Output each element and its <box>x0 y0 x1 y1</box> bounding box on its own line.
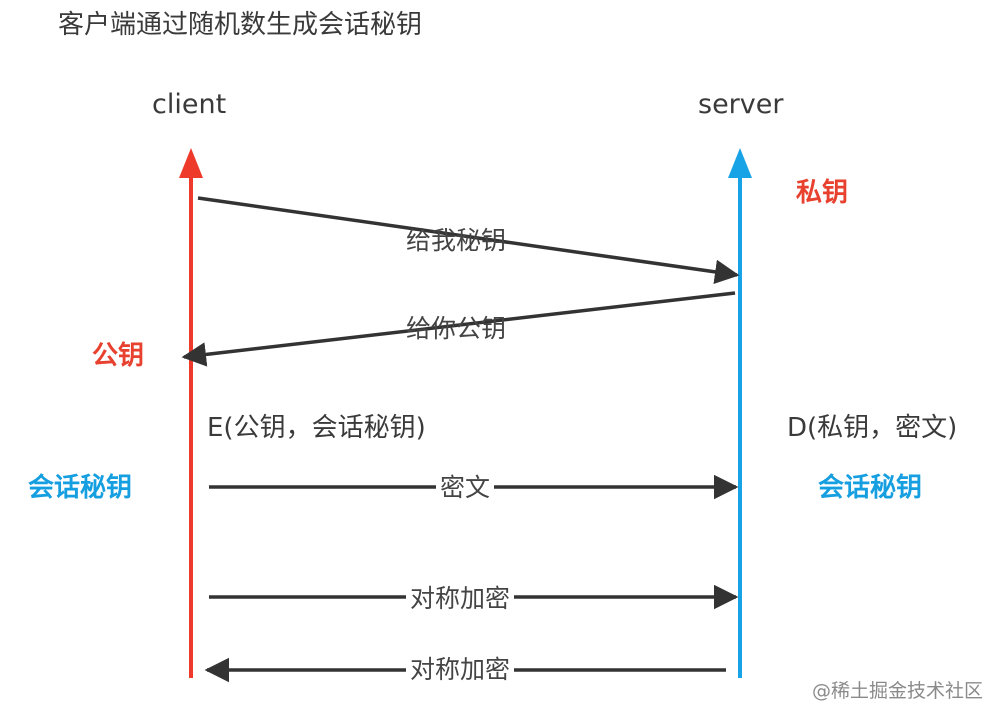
server-lifeline-arrowhead <box>728 148 752 178</box>
message-label-ciphertext: 密文 <box>436 475 495 500</box>
encrypt-formula: E(公钥，会话秘钥) <box>207 413 426 443</box>
server-session-key-label: 会话秘钥 <box>818 473 923 503</box>
diagram-title: 客户端通过随机数生成会话秘钥 <box>58 10 423 40</box>
client-public-key-label: 公钥 <box>92 341 145 371</box>
client-session-key-label: 会话秘钥 <box>28 473 133 503</box>
message-label-request-key: 给我秘钥 <box>406 226 507 255</box>
watermark: @稀土掘金技术社区 <box>812 680 984 702</box>
message-label-public-key: 给你公钥 <box>406 314 507 343</box>
arrow-request-key <box>197 196 740 285</box>
client-label: client <box>152 89 227 120</box>
message-label-symmetric-to-server: 对称加密 <box>406 586 515 611</box>
client-lifeline-arrowhead <box>179 148 203 178</box>
message-label-symmetric-to-client: 对称加密 <box>406 657 515 682</box>
server-label: server <box>698 89 784 120</box>
server-private-key-label: 私钥 <box>796 178 849 208</box>
decrypt-formula: D(私钥，密文) <box>787 413 958 443</box>
arrow-send-public-key <box>181 291 736 367</box>
